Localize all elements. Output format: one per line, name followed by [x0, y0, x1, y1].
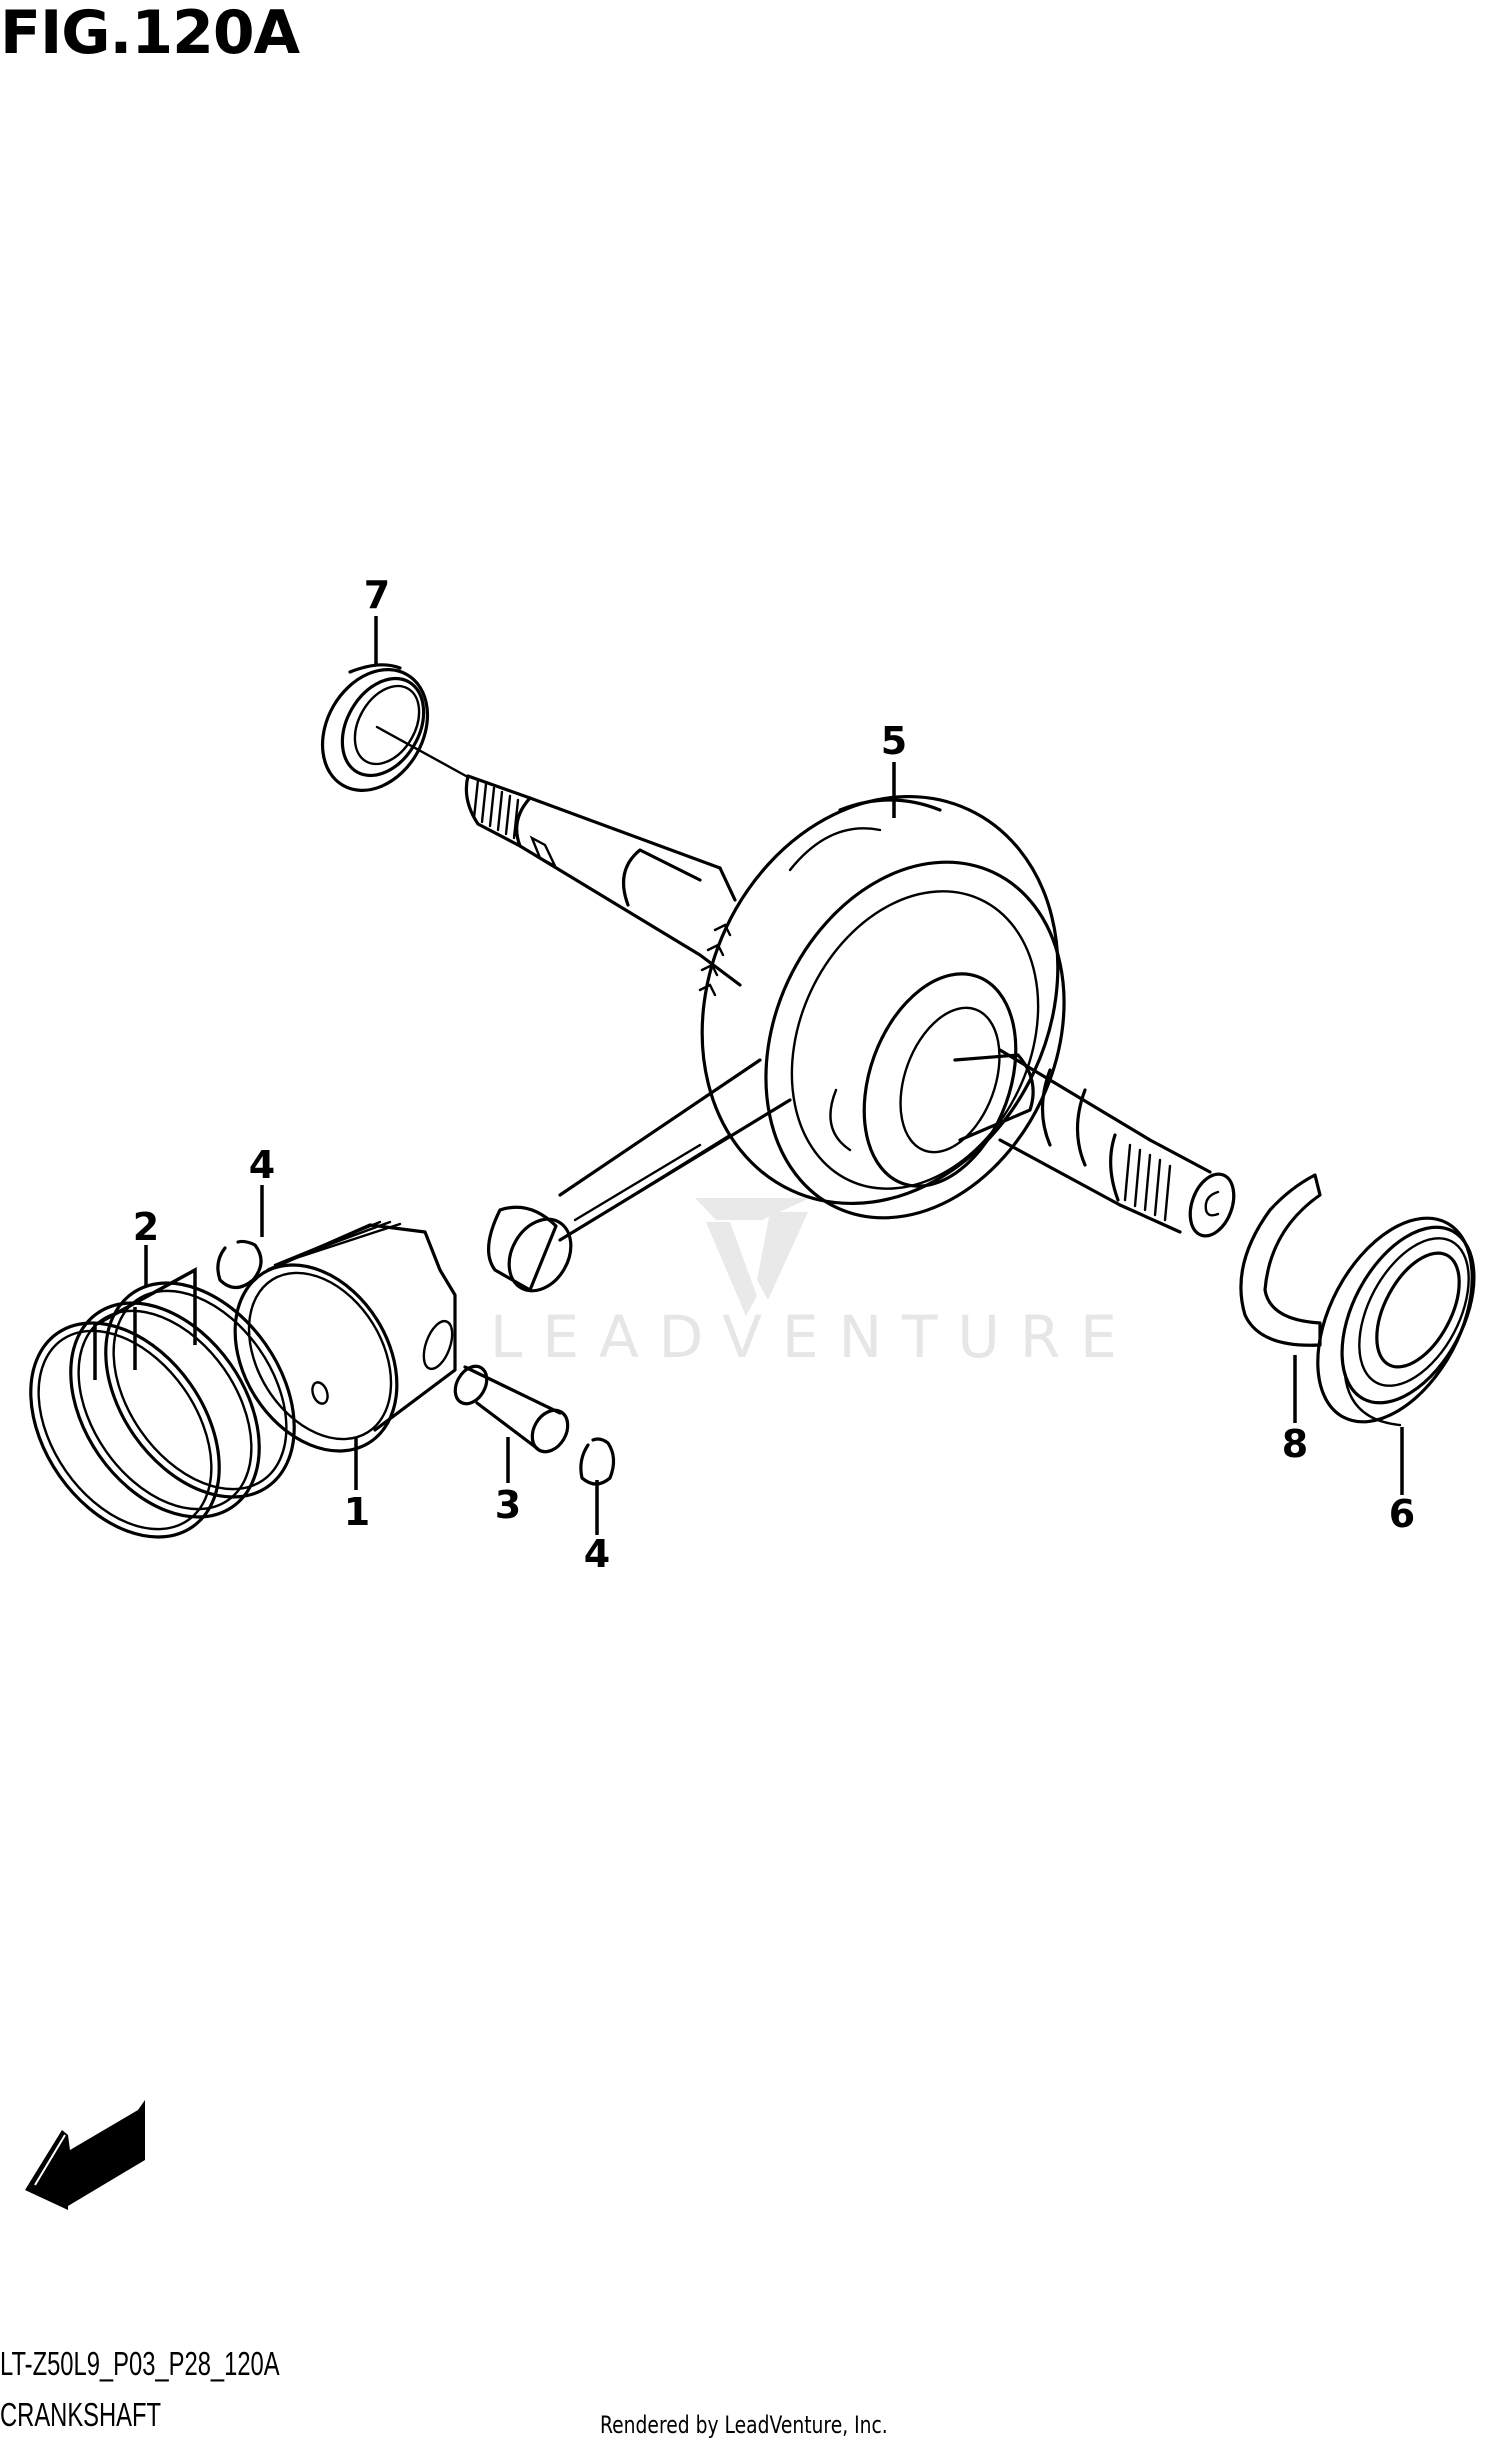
- callout-label-4-lower[interactable]: 4: [584, 1532, 610, 1576]
- watermark-text: LEADVENTURE: [490, 1303, 1137, 1371]
- bearing-part[interactable]: [1286, 1192, 1500, 1447]
- forward-arrow-icon: [25, 2100, 145, 2210]
- callout-label-4-upper[interactable]: 4: [249, 1143, 275, 1187]
- diagram-code: LT-Z50L9_P03_P28_120A: [0, 2345, 280, 2382]
- oil-seal-part[interactable]: [301, 651, 468, 810]
- callout-label-8[interactable]: 8: [1282, 1422, 1308, 1466]
- figure-title: FIG.120A: [0, 0, 300, 68]
- crankshaft-part[interactable]: [464, 738, 1241, 1302]
- callout-label-7[interactable]: 7: [364, 573, 390, 617]
- circlip-upper-part[interactable]: [216, 1239, 263, 1290]
- shim-part[interactable]: [1239, 1173, 1322, 1347]
- render-credit: Rendered by LeadVenture, Inc.: [600, 2411, 888, 2439]
- section-name: CRANKSHAFT: [0, 2396, 162, 2433]
- callout-label-2[interactable]: 2: [133, 1205, 159, 1249]
- callout-label-3[interactable]: 3: [495, 1483, 521, 1527]
- leadventure-logo-icon: [695, 1198, 810, 1316]
- callout-lines: [93, 616, 1404, 1535]
- piston-ring-set-part[interactable]: [0, 1247, 333, 1572]
- piston-part[interactable]: [202, 1220, 458, 1481]
- callout-label-6[interactable]: 6: [1389, 1492, 1415, 1536]
- circlip-lower-part[interactable]: [579, 1437, 616, 1486]
- piston-pin-part[interactable]: [449, 1361, 575, 1458]
- callout-label-1[interactable]: 1: [344, 1490, 370, 1534]
- callout-label-5[interactable]: 5: [881, 719, 907, 763]
